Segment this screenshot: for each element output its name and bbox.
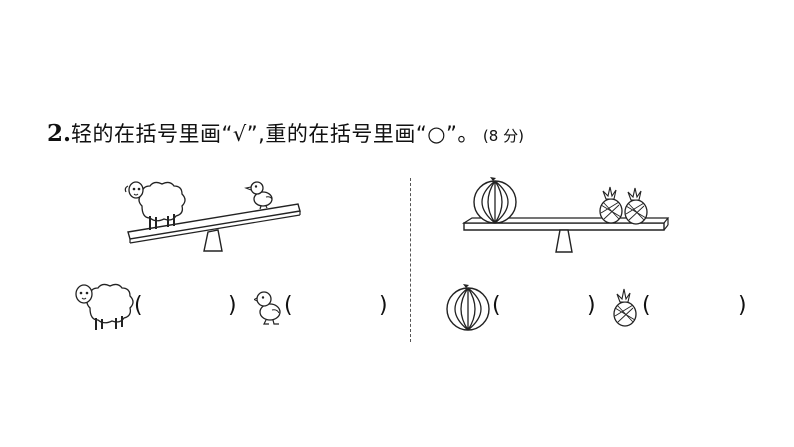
question-header: 2. 轻的在括号里画“√”,重的在括号里画“○”。 (8 分)	[47, 118, 524, 158]
duckling-icon	[244, 181, 273, 210]
watermelon-answer-open-paren: (	[492, 293, 501, 318]
watermelon-icon	[473, 177, 517, 224]
watermelon-icon	[446, 284, 490, 331]
pineapple-answer-open-paren: (	[642, 293, 651, 318]
seesaw-icon	[127, 203, 301, 252]
pineapple-icon	[613, 288, 637, 327]
pineapple-answer-close-paren: )	[738, 293, 747, 318]
watermelon-answer-blank[interactable]	[508, 293, 578, 317]
duckling-answer-blank[interactable]	[300, 293, 370, 317]
pineapple-icon	[599, 186, 648, 225]
watermelon-answer-close-paren: )	[587, 293, 596, 318]
sheep-icon	[75, 283, 134, 330]
sheep-icon	[124, 181, 186, 230]
pineapple-answer-blank[interactable]	[658, 293, 728, 317]
duckling-icon	[254, 291, 281, 325]
left-seesaw-scene	[124, 181, 301, 252]
sheep-answer-open-paren: (	[134, 293, 143, 318]
sheep-answer-blank[interactable]	[150, 293, 220, 317]
section-divider	[410, 178, 411, 342]
question-number: 2.	[47, 120, 72, 147]
duckling-answer-close-paren: )	[379, 293, 388, 318]
question-instruction: 轻的在括号里画“√”,重的在括号里画“○”。	[71, 122, 479, 146]
right-seesaw-scene	[461, 177, 670, 253]
sheep-answer-close-paren: )	[228, 293, 237, 318]
duckling-answer-open-paren: (	[284, 293, 293, 318]
question-score: (8 分)	[482, 127, 524, 145]
